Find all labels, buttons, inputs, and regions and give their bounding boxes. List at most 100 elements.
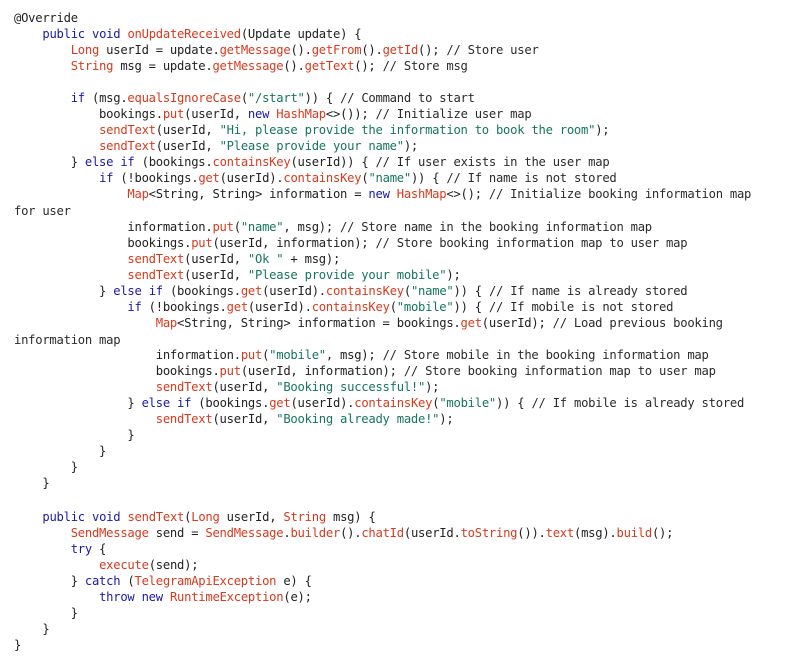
code-line: if (!bookings.get(userId).containsKey("m… (14, 299, 673, 315)
code-line: sendText(userId, "Booking already made!"… (14, 411, 454, 427)
code-token: (). (340, 526, 362, 540)
code-token: } (14, 622, 50, 636)
code-token: information. (14, 220, 213, 234)
code-token: "Please provide your mobile" (247, 268, 447, 282)
code-token: // If name is not stored (446, 171, 617, 185)
code-token: sendText (127, 268, 185, 282)
code-token: "/start" (247, 91, 305, 105)
code-token: (msg. (84, 91, 128, 105)
code-token: (userId, (184, 268, 248, 282)
code-token (14, 59, 71, 73)
code-token: String (283, 510, 326, 524)
code-token: (userId). (262, 284, 326, 298)
code-token: sendText (99, 139, 156, 153)
code-token: else (84, 155, 114, 169)
code-token: "mobile" (439, 396, 497, 410)
code-token: ( (120, 574, 135, 588)
code-token: HashMap (276, 107, 326, 121)
code-token: (); (354, 59, 383, 73)
code-line: information map (14, 332, 121, 348)
code-line: information.put("mobile", msg); // Store… (14, 347, 709, 363)
code-token: + msg); (283, 252, 341, 266)
code-line: } (14, 475, 49, 491)
code-token: e) { (276, 574, 312, 588)
code-token: Map (127, 187, 149, 201)
code-token: )) { (496, 396, 532, 410)
code-token: "name" (240, 220, 284, 234)
code-token (142, 284, 149, 298)
code-token: if (99, 171, 114, 185)
code-token: for user (14, 204, 71, 218)
code-token: // Store booking information map to user… (403, 364, 716, 378)
code-line: bookings.put(userId, information); // St… (14, 363, 716, 379)
code-token: // If user exists in the user map (375, 155, 610, 169)
code-token: (!bookings. (141, 300, 227, 314)
code-token (14, 316, 156, 330)
code-token (14, 380, 156, 394)
code-line: } else if (bookings.get(userId).contains… (14, 395, 744, 411)
code-token: build (616, 526, 653, 540)
code-token: (userId, (212, 380, 277, 394)
code-token: "Booking successful!" (276, 380, 426, 394)
code-token: (send); (148, 558, 199, 572)
code-token: } (14, 460, 78, 474)
code-token: else (141, 396, 171, 410)
code-token: put (191, 236, 213, 250)
code-token: (bookings. (191, 396, 270, 410)
code-token (170, 396, 177, 410)
code-token: } (14, 574, 85, 588)
code-token: (). (290, 43, 312, 57)
code-token: } (14, 428, 135, 442)
code-token: ()). (517, 526, 546, 540)
code-token: getMessage (219, 43, 291, 57)
code-token: information map (14, 333, 121, 347)
code-token: sendText (127, 252, 185, 266)
code-token: // Command to start (340, 91, 475, 105)
code-token: } (14, 444, 107, 458)
code-token: sendText (127, 510, 185, 524)
code-token: void (91, 510, 121, 524)
code-token: new (141, 590, 164, 604)
code-token: } (14, 638, 22, 652)
code-token (14, 526, 71, 540)
code-line: bookings.put(userId, new HashMap<>()); /… (14, 106, 532, 122)
code-token: put (162, 107, 185, 121)
code-token: put (212, 220, 234, 234)
code-token: containsKey (212, 155, 291, 169)
code-token: ( (240, 91, 248, 105)
code-line: } (14, 621, 49, 637)
code-token (14, 590, 99, 604)
code-token: // Store user (446, 43, 539, 57)
code-line: sendText(userId, "Ok " + msg); (14, 251, 340, 267)
code-line: } else if (bookings.get(userId).contains… (14, 283, 688, 299)
code-token: userId, (219, 510, 284, 524)
code-token: <>()); (325, 107, 376, 121)
code-token: (). (283, 59, 305, 73)
code-token: (bookings. (134, 155, 213, 169)
code-token: // Load previous booking (552, 316, 723, 330)
code-token: } (14, 284, 114, 298)
code-token: sendText (99, 123, 156, 137)
code-token (85, 27, 92, 41)
code-token: // Store msg (382, 59, 468, 73)
code-token: if (120, 155, 135, 169)
code-line: } catch (TelegramApiException e) { (14, 573, 312, 589)
code-token: new (247, 107, 270, 121)
code-line: if (!bookings.get(userId).containsKey("n… (14, 170, 617, 186)
code-token: Map (155, 316, 178, 330)
code-token: (Update update) { (240, 27, 362, 41)
code-token: ( (361, 171, 369, 185)
code-line: } (14, 605, 78, 621)
code-token: chatId (361, 526, 404, 540)
code-token: TelegramApiException (134, 574, 277, 588)
code-line: @Override (14, 10, 78, 26)
code-line: public void sendText(Long userId, String… (14, 509, 375, 525)
code-token: // If mobile is not stored (488, 300, 674, 314)
code-token: )) { (304, 91, 341, 105)
code-line: } else if (bookings.containsKey(userId))… (14, 154, 610, 170)
code-token (14, 510, 42, 524)
code-line: Map<String, String> information = new Ha… (14, 186, 751, 202)
code-line: execute(send); (14, 557, 198, 573)
code-token: Long (70, 43, 100, 57)
code-token: // Initialize user map (375, 107, 532, 121)
